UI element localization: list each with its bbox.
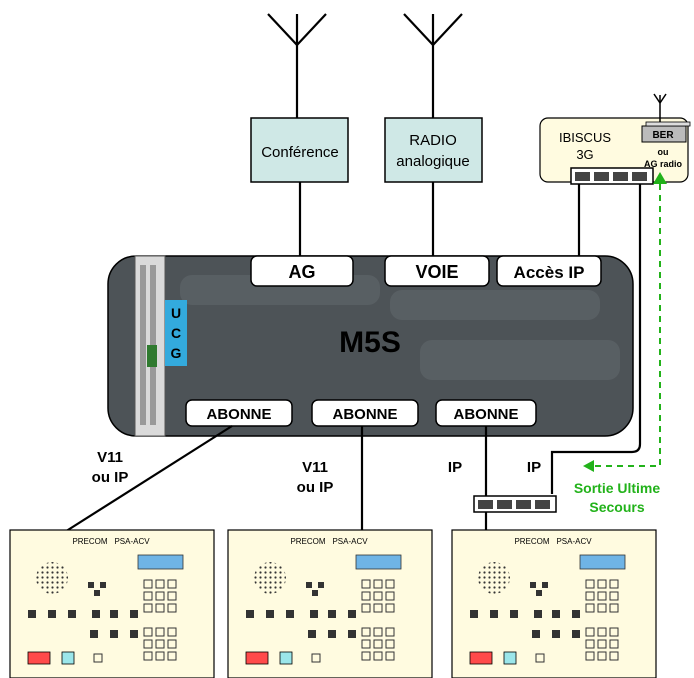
- ucg-letter-c: C: [171, 325, 181, 341]
- cyan-key: [61, 651, 75, 665]
- console-display: [355, 554, 402, 570]
- emergency-label-1: Sortie Ultime: [574, 480, 661, 496]
- conference-box: [250, 117, 349, 183]
- console-keys: [28, 582, 138, 638]
- link-label-mid-2: ou IP: [297, 479, 334, 496]
- radio-label-line1: RADIO: [409, 132, 457, 149]
- rack-card-icon: [134, 255, 166, 437]
- speaker-icon: [478, 562, 510, 594]
- ibiscus-label-line2: 3G: [576, 147, 593, 162]
- console-keys: [246, 582, 356, 638]
- port-voie-label: VOIE: [415, 262, 458, 282]
- ou-label: ou: [658, 147, 669, 157]
- console-keypad: [535, 579, 619, 663]
- console-model: PSA-ACV: [114, 537, 150, 546]
- port-acces-ip-label: Accès IP: [514, 263, 585, 282]
- m5s-title: M5S: [339, 326, 401, 359]
- console-model: PSA-ACV: [332, 537, 368, 546]
- link-label-left-1: V11: [97, 449, 123, 466]
- console-2: PRECOM PSA-ACV: [227, 529, 433, 678]
- console-keypad: [93, 579, 177, 663]
- console-brand: PRECOM: [72, 537, 107, 546]
- network-switch-top: [570, 167, 654, 185]
- port-acces-ip: [496, 255, 602, 287]
- port-abonne-1-label: ABONNE: [206, 406, 271, 423]
- antenna-icon: [267, 13, 327, 118]
- ber-radio-icon: [641, 93, 691, 143]
- speaker-icon: [254, 562, 286, 594]
- speaker-icon: [36, 562, 68, 594]
- console-keys: [470, 582, 580, 638]
- console-display: [579, 554, 626, 570]
- port-abonne-2-label: ABONNE: [332, 406, 397, 423]
- ag-radio-label: AG radio: [644, 159, 683, 169]
- console-3: PRECOM PSA-ACV: [451, 529, 657, 678]
- port-abonne-1: [185, 399, 293, 427]
- link-line: [550, 184, 642, 494]
- cyan-key: [503, 651, 517, 665]
- ibiscus-label-line1: IBISCUS: [559, 130, 611, 145]
- antenna-icon: [403, 13, 463, 118]
- port-abonne-3-label: ABONNE: [453, 406, 518, 423]
- port-voie: [384, 255, 490, 287]
- ucg-letter-u: U: [171, 305, 181, 321]
- radio-label-line2: analogique: [396, 153, 469, 170]
- link-label-ip-2: IP: [527, 459, 541, 476]
- link-label-ip-1: IP: [448, 459, 462, 476]
- conference-label: Conférence: [261, 144, 339, 161]
- network-switch-bottom: [473, 495, 557, 513]
- red-key: [469, 651, 493, 665]
- emergency-path: [583, 172, 667, 472]
- radio-box: [384, 117, 483, 183]
- cyan-key: [279, 651, 293, 665]
- console-1: PRECOM PSA-ACV: [9, 529, 215, 678]
- emergency-label-2: Secours: [589, 499, 644, 515]
- link-line: [59, 425, 233, 536]
- link-label-mid-1: V11: [302, 459, 328, 476]
- ucg-letter-g: G: [171, 345, 182, 361]
- red-key: [27, 651, 51, 665]
- console-display: [137, 554, 184, 570]
- console-keypad: [311, 579, 395, 663]
- red-key: [245, 651, 269, 665]
- link-label-left-2: ou IP: [92, 469, 129, 486]
- ucg-badge: [165, 300, 187, 366]
- ber-label: BER: [652, 130, 674, 141]
- console-model: PSA-ACV: [556, 537, 592, 546]
- m5s-chassis: [107, 255, 634, 437]
- port-ag-label: AG: [289, 262, 316, 282]
- console-brand: PRECOM: [514, 537, 549, 546]
- port-abonne-2: [311, 399, 419, 427]
- console-brand: PRECOM: [290, 537, 325, 546]
- port-ag: [250, 255, 354, 287]
